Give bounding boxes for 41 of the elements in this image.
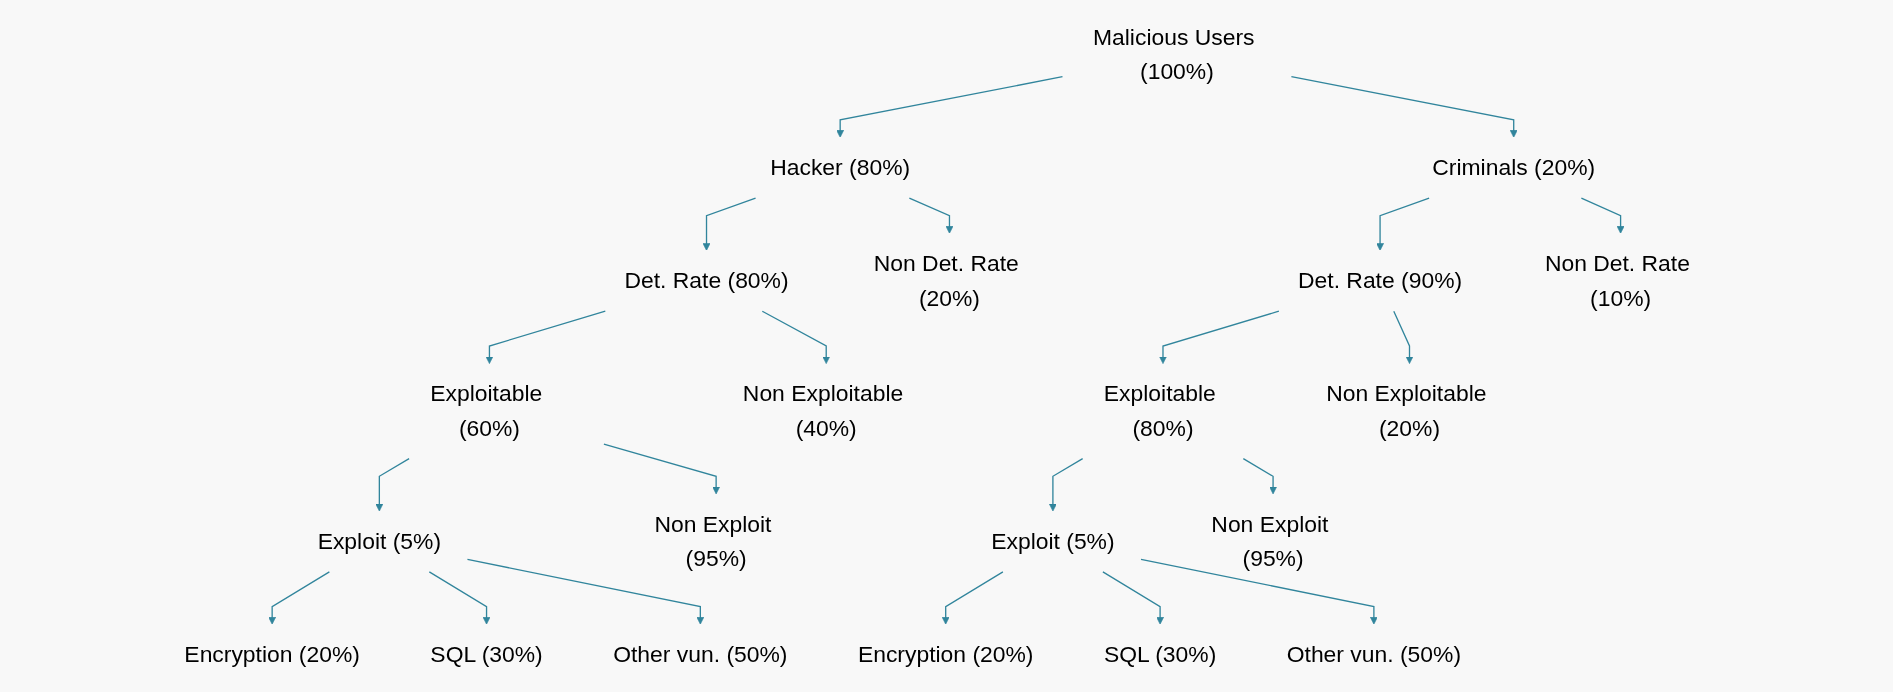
arrow	[1049, 458, 1084, 512]
node-text: Non Exploit (95%)	[1211, 510, 1329, 572]
node-text: Det. Rate (90%)	[1298, 267, 1463, 294]
arrow	[1290, 76, 1518, 138]
node-text: Malicious Users (100%)	[1092, 23, 1255, 85]
node-text: Non Det. Rate (20%)	[873, 250, 1019, 311]
node-text: Criminals (20%)	[1432, 154, 1596, 181]
node-text: Other vun. (50%)	[613, 640, 788, 668]
node-text: Non Exploit (95%)	[654, 510, 772, 572]
arrow	[1242, 458, 1277, 495]
node-text: Other vun. (50%)	[1286, 640, 1462, 668]
arrow	[836, 76, 1064, 138]
node-text: Det. Rate (80%)	[624, 267, 789, 294]
arrow	[908, 197, 954, 234]
arrow	[603, 443, 720, 495]
node-text: Exploitable (80%)	[1103, 380, 1216, 442]
arrow	[1376, 197, 1430, 251]
arrow	[761, 310, 831, 364]
arrow	[1140, 558, 1378, 625]
arrow	[485, 310, 606, 364]
arrow	[268, 571, 331, 625]
node-text: Encryption (20%)	[184, 640, 360, 668]
arrow	[702, 197, 757, 251]
arrow	[375, 458, 410, 512]
arrow	[1580, 197, 1625, 234]
arrow	[1393, 310, 1414, 364]
node-text: Encryption (20%)	[857, 640, 1034, 668]
arrow	[1159, 310, 1280, 364]
node-text: Hacker (80%)	[770, 154, 911, 181]
node-text: Exploit (5%)	[991, 527, 1115, 555]
node-text: Non Exploitable (40%)	[742, 380, 904, 442]
arrow	[1102, 571, 1164, 625]
node-text: SQL (30%)	[1103, 640, 1217, 668]
node-text: Exploit (5%)	[317, 527, 442, 555]
node-text: Exploitable (60%)	[430, 380, 543, 442]
arrow	[941, 571, 1004, 625]
arrow	[466, 558, 705, 625]
arrow	[428, 571, 491, 625]
node-text: SQL (30%)	[430, 640, 543, 668]
node-text: Non Det. Rate (10%)	[1544, 250, 1690, 311]
node-text: Non Exploitable (20%)	[1326, 380, 1487, 442]
